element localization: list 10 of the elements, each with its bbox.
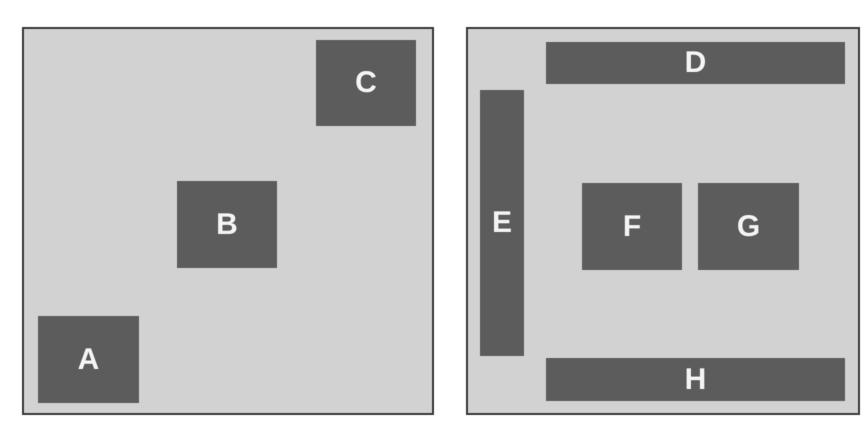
labeled-block: D [546,42,845,84]
panel [466,27,860,415]
labeled-block: F [582,183,682,270]
panel [22,27,434,415]
labeled-block: B [177,181,277,268]
labeled-block: A [38,316,139,403]
labeled-block: H [546,358,845,401]
labeled-block: G [698,183,799,270]
labeled-block: E [480,90,524,356]
labeled-block: C [316,40,416,126]
